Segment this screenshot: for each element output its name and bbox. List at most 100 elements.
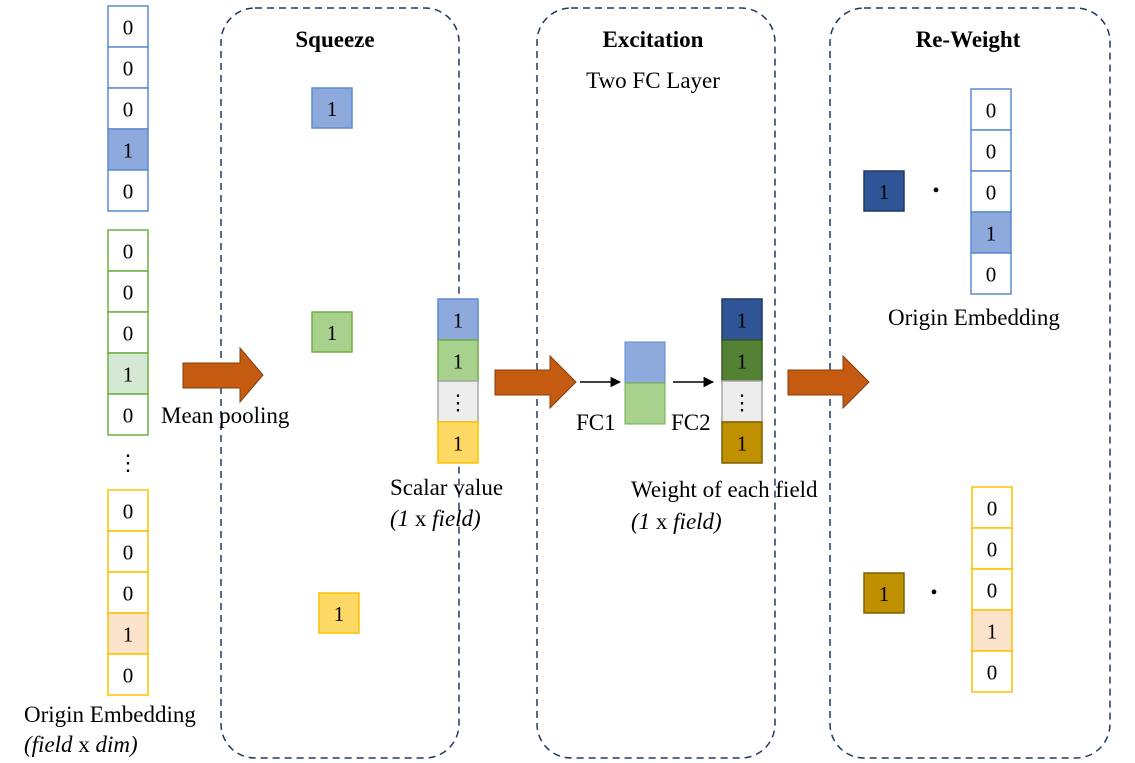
svg-text:1: 1: [879, 582, 890, 606]
excitation-title: Excitation: [603, 27, 704, 52]
svg-text:1: 1: [334, 602, 345, 626]
weight-cell-0: 1: [721, 298, 763, 341]
svg-text:0: 0: [123, 582, 134, 606]
origin-embedding-dims-left: (field x dim): [24, 732, 138, 757]
scalar-value-dims: (1 x field): [390, 506, 481, 531]
scalar-cell-0: 1: [437, 298, 479, 341]
svg-text:1: 1: [737, 309, 748, 333]
svg-text:0: 0: [123, 180, 134, 204]
svg-text:0: 0: [123, 322, 134, 346]
scalar-cell-3: 1: [437, 421, 479, 464]
svg-text:1: 1: [453, 350, 464, 374]
excitation-panel: Excitation Two FC Layer: [536, 7, 776, 759]
hidden-layer-block: [624, 341, 666, 425]
svg-text:0: 0: [123, 240, 134, 264]
squeeze-to-excitation-arrow: [494, 354, 577, 410]
reweight-weight-bottom: 1: [863, 572, 905, 614]
svg-text:0: 0: [123, 664, 134, 688]
embedding-green-cell-0: 0: [107, 229, 149, 272]
mean-pooling-arrow: [182, 346, 264, 404]
excitation-subtitle: Two FC Layer: [586, 68, 720, 93]
reweight-top-cell-2: 0: [970, 170, 1012, 213]
embedding-green-cell-2: 0: [107, 311, 149, 354]
embedding-green-cell-3: 1: [107, 352, 149, 395]
embedding-blue-cell-1: 0: [107, 46, 149, 89]
weight-dims: (1 x field): [631, 509, 722, 534]
weight-column: 1 1 ⋮ 1: [721, 298, 763, 464]
svg-text:0: 0: [123, 404, 134, 428]
embedding-yellow-cell-3: 1: [107, 612, 149, 655]
scalar-cell-1: 1: [437, 339, 479, 382]
embedding-yellow-cell-1: 0: [107, 530, 149, 573]
reweight-top-cell-3: 1: [970, 211, 1012, 254]
svg-text:0: 0: [123, 541, 134, 565]
embedding-blue-cell-4: 0: [107, 169, 149, 212]
svg-text:1: 1: [453, 309, 464, 333]
svg-text:1: 1: [327, 321, 338, 345]
reweight-bottom-cell-2: 0: [971, 568, 1013, 611]
embedding-green-cell-1: 0: [107, 270, 149, 313]
svg-text:0: 0: [986, 99, 997, 123]
reweight-weight-top: 1: [863, 170, 905, 212]
reweight-panel: Re-Weight: [829, 7, 1111, 759]
embedding-column-green: 0 0 0 1 0: [107, 229, 149, 436]
svg-text:1: 1: [123, 363, 134, 387]
reweight-top-cell-1: 0: [970, 129, 1012, 172]
mean-pooling-label: Mean pooling: [161, 403, 290, 428]
excitation-to-reweight-arrow: [787, 354, 870, 410]
dot-operator-top: •: [932, 180, 939, 202]
svg-text:0: 0: [123, 16, 134, 40]
svg-text:1: 1: [987, 620, 998, 644]
dot-operator-bottom: •: [930, 582, 937, 604]
svg-text:0: 0: [986, 263, 997, 287]
svg-text:0: 0: [123, 500, 134, 524]
origin-embedding-label-left: Origin Embedding: [24, 702, 196, 727]
embedding-green-cell-4: 0: [107, 393, 149, 436]
fc1-label: FC1: [576, 410, 616, 435]
svg-text:⋮: ⋮: [448, 391, 469, 415]
svg-text:0: 0: [987, 497, 998, 521]
scalar-value-label: Scalar value: [390, 475, 503, 500]
weight-cell-1: 1: [721, 339, 763, 382]
svg-text:0: 0: [123, 98, 134, 122]
reweight-top-cell-4: 0: [970, 252, 1012, 295]
svg-text:1: 1: [453, 432, 464, 456]
reweight-embedding-column-top: 0 0 0 1 0: [970, 88, 1012, 295]
weight-cell-2: ⋮: [721, 380, 763, 423]
origin-embedding-label-right: Origin Embedding: [888, 305, 1060, 330]
embedding-yellow-cell-0: 0: [107, 489, 149, 532]
reweight-bottom-cell-3: 1: [971, 609, 1013, 652]
svg-text:0: 0: [987, 661, 998, 685]
reweight-top-cell-0: 0: [970, 88, 1012, 131]
svg-text:1: 1: [986, 222, 997, 246]
weight-label: Weight of each field: [631, 477, 818, 502]
embedding-yellow-cell-4: 0: [107, 653, 149, 696]
svg-text:0: 0: [123, 57, 134, 81]
embedding-blue-cell-3: 1: [107, 128, 149, 171]
reweight-bottom-cell-4: 0: [971, 650, 1013, 693]
scalar-cell-2: ⋮: [437, 380, 479, 423]
svg-text:0: 0: [986, 181, 997, 205]
fc2-label: FC2: [671, 410, 711, 435]
scalar-value-column: 1 1 ⋮ 1: [437, 298, 479, 464]
squeeze-value-green: 1: [311, 311, 353, 353]
svg-text:1: 1: [737, 432, 748, 456]
weight-cell-3: 1: [721, 421, 763, 464]
embedding-yellow-cell-2: 0: [107, 571, 149, 614]
reweight-title: Re-Weight: [916, 27, 1021, 52]
svg-text:0: 0: [987, 538, 998, 562]
embedding-blue-cell-0: 0: [107, 5, 149, 48]
squeeze-value-yellow: 1: [318, 592, 360, 634]
svg-text:1: 1: [327, 97, 338, 121]
reweight-bottom-cell-1: 0: [971, 527, 1013, 570]
squeeze-value-blue: 1: [311, 87, 353, 129]
svg-text:⋮: ⋮: [732, 391, 753, 415]
embedding-column-yellow: 0 0 0 1 0: [107, 489, 149, 696]
svg-text:1: 1: [123, 623, 134, 647]
svg-text:1: 1: [737, 350, 748, 374]
embedding-column-blue: 0 0 0 1 0: [107, 5, 149, 212]
squeeze-title: Squeeze: [295, 27, 374, 52]
svg-text:1: 1: [879, 180, 890, 204]
reweight-bottom-cell-0: 0: [971, 486, 1013, 529]
